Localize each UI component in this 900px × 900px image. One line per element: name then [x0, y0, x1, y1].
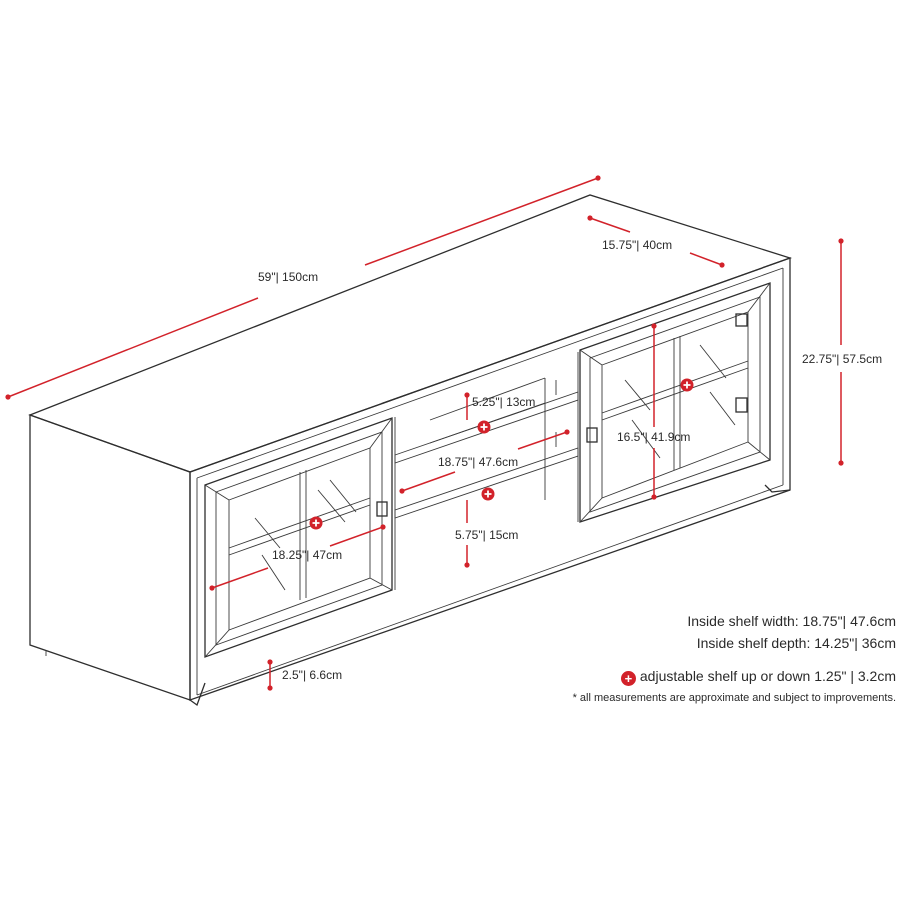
adjustable-shelf-note: +adjustable shelf up or down 1.25" | 3.2…	[573, 668, 896, 686]
dimension-endpoint	[399, 488, 405, 494]
dimension-endpoint	[380, 524, 386, 530]
middle-width-label: 18.75"| 47.6cm	[438, 455, 518, 469]
cabinet-outline	[28, 194, 793, 707]
right-foot	[764, 484, 791, 493]
glass-reflection	[261, 554, 286, 591]
dimension-endpoint	[267, 659, 273, 665]
middle-compartment	[394, 352, 579, 590]
front-top-edge	[196, 267, 784, 479]
glass-reflection	[624, 379, 651, 411]
left-inner-shelf-edge	[228, 497, 371, 549]
width-dimension-line	[364, 177, 599, 266]
adjustable-shelf-text: adjustable shelf up or down 1.25" | 3.2c…	[639, 668, 896, 684]
adjustable-shelf-marker	[477, 420, 491, 434]
middle-back-panel	[429, 377, 546, 421]
glass-reflection	[254, 517, 281, 549]
right-door-corner-br	[747, 441, 771, 461]
middle-lower-shelf	[394, 447, 579, 519]
dimension-endpoint	[464, 562, 470, 568]
upper-shelf-gap-label: 5.25"| 13cm	[472, 395, 535, 409]
depth-dimension-line	[589, 217, 631, 233]
left-door-corner-br	[369, 577, 393, 591]
disclaimer-note: * all measurements are approximate and s…	[572, 692, 896, 704]
glass-reflection	[631, 419, 661, 459]
middle-width-line	[517, 431, 568, 450]
right-door-knob	[586, 427, 598, 443]
dimension-endpoint	[209, 585, 215, 591]
door-width-line	[211, 567, 269, 589]
left-door-corner-bl	[204, 629, 230, 658]
adjustable-shelf-marker	[481, 487, 495, 501]
left-door-frame	[204, 417, 393, 658]
adjustable-shelf-marker	[309, 516, 323, 530]
left-door	[204, 417, 393, 658]
cabinet-left-side	[29, 414, 191, 701]
door-height-label: 16.5"| 41.9cm	[617, 430, 690, 444]
dimension-lines	[5, 175, 844, 691]
door-width-label: 18.25"| 47cm	[272, 548, 342, 562]
right-door	[579, 282, 771, 523]
notes-panel: Inside shelf width: 18.75"| 47.6cm Insid…	[573, 610, 896, 704]
glass-reflection	[699, 344, 727, 379]
upper-hinge	[735, 313, 748, 327]
inside-shelf-width-note: Inside shelf width: 18.75"| 47.6cm	[687, 613, 896, 629]
dimension-endpoint	[564, 429, 570, 435]
lower-hinge	[735, 397, 748, 413]
right-door-bevel	[589, 296, 761, 513]
width-label: 59"| 150cm	[258, 270, 318, 284]
depth-label: 15.75"| 40cm	[602, 238, 672, 252]
leg-height-label: 2.5"| 6.6cm	[282, 668, 342, 682]
door-width-line	[329, 526, 384, 547]
left-door-bevel	[215, 431, 383, 646]
dimension-endpoint	[595, 175, 601, 181]
dimension-endpoint	[651, 494, 657, 500]
left-door-knob	[376, 501, 388, 517]
right-door-frame	[579, 282, 771, 523]
glass-reflection	[329, 479, 357, 513]
dimension-endpoint	[464, 392, 470, 398]
dimension-endpoint	[838, 238, 844, 244]
right-inner-shelf	[601, 367, 749, 421]
dimension-endpoint	[267, 685, 273, 691]
right-door-corner-tl	[579, 349, 603, 366]
glass-reflection	[317, 489, 346, 523]
width-dimension-line	[7, 297, 259, 398]
left-door-corner-tl	[204, 484, 230, 501]
right-inner-shelf-edge	[601, 360, 749, 414]
dimension-endpoint	[5, 394, 11, 400]
adjustable-shelf-marker	[680, 378, 694, 392]
dimension-endpoint	[587, 215, 593, 221]
right-door-corner-bl	[579, 497, 603, 523]
depth-dimension-line	[689, 252, 723, 266]
left-door-corner-tr	[369, 417, 393, 449]
dimension-labels: 59"| 150cm 15.75"| 40cm 22.75"| 57.5cm 5…	[258, 238, 882, 682]
dimension-endpoint	[651, 323, 657, 329]
middle-width-line	[401, 471, 456, 492]
adjustable-markers	[309, 378, 694, 530]
lower-shelf-gap-label: 5.75"| 15cm	[455, 528, 518, 542]
right-door-corner-tr	[747, 282, 771, 313]
left-inner-shelf	[228, 504, 371, 556]
inside-shelf-depth-note: Inside shelf depth: 14.25"| 36cm	[696, 635, 896, 651]
glass-reflection	[709, 391, 736, 426]
height-label: 22.75"| 57.5cm	[802, 352, 882, 366]
dimension-endpoint	[838, 460, 844, 466]
plus-circle-icon: +	[620, 671, 636, 686]
front-bottom-edge	[196, 484, 784, 696]
left-foot	[189, 682, 206, 707]
dimension-endpoint	[719, 262, 725, 268]
